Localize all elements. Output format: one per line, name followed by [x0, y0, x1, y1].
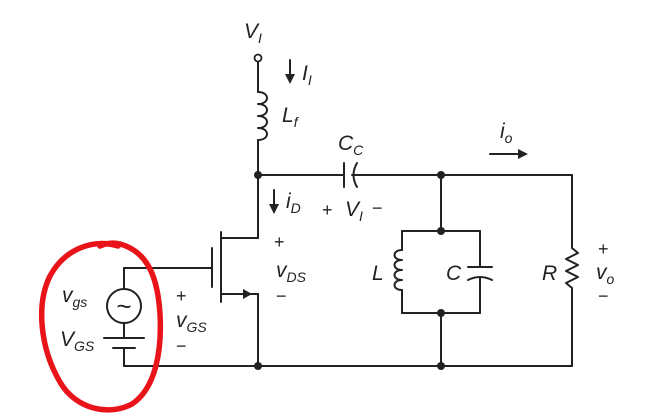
inductor-lf [257, 91, 268, 141]
label-lf: Lf [282, 104, 300, 130]
label-vi-top: VI [244, 20, 262, 46]
ac-source-symbol: ~ [116, 291, 131, 321]
node-tank-split-top [437, 227, 445, 235]
arrow-ii-head [285, 74, 295, 84]
inductor-l [393, 249, 403, 291]
label-vo: vo [596, 261, 615, 287]
label-io: io [500, 120, 513, 146]
arrow-id-head [269, 204, 279, 214]
label-id: iD [286, 190, 301, 216]
label-cc: CC [338, 132, 364, 158]
label-vi-cap: VI [345, 198, 363, 224]
label-vi-cap-plus: + [322, 200, 333, 220]
label-vgs-plus: + [176, 286, 187, 306]
label-l: L [372, 262, 384, 285]
label-vo-plus: + [598, 239, 609, 259]
mosfet-arrow [243, 289, 252, 299]
label-c: C [446, 262, 462, 285]
label-vo-minus: − [598, 286, 609, 306]
label-vds: vDS [276, 259, 307, 285]
red-annotation-circle [39, 240, 164, 413]
label-vgs-dc: VGS [60, 328, 95, 354]
label-ii: II [302, 62, 312, 88]
label-vi-cap-minus: − [372, 198, 383, 218]
label-vds-plus: + [274, 232, 285, 252]
label-vds-minus: − [276, 286, 287, 306]
node-drain [254, 171, 262, 179]
node-tank-ground [437, 362, 445, 370]
resistor-r [565, 247, 579, 289]
node-source-ground [254, 362, 262, 370]
label-vgs-ac: vgs [62, 284, 87, 310]
label-r: R [542, 262, 557, 285]
node-tank-split-bottom [437, 309, 445, 317]
supply-terminal [253, 53, 263, 63]
node-tank-top [437, 171, 445, 179]
arrow-io-head [518, 149, 528, 159]
label-vgs: vGS [176, 309, 207, 335]
label-vgs-minus: − [176, 336, 187, 356]
